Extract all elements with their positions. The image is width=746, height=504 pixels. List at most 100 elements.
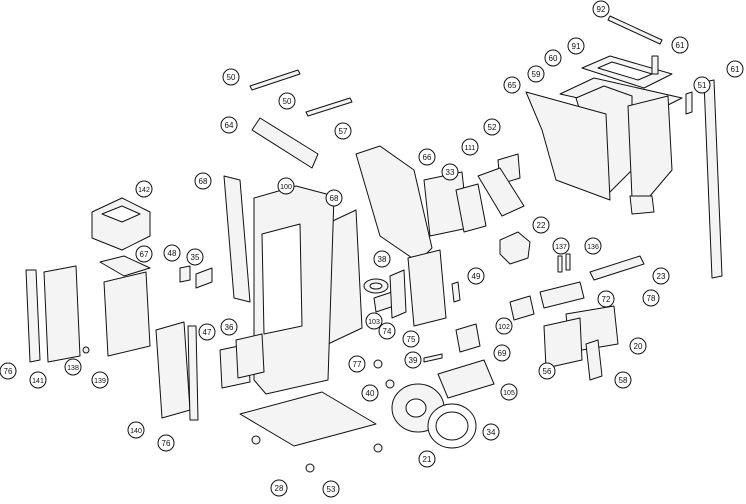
part-bracket-58 [585,339,603,381]
part-door-140 [155,321,191,419]
callout-91: 91 [567,37,585,55]
callout-105: 105 [500,383,518,401]
callout-21: 21 [418,450,436,468]
callout-38: 38 [373,250,391,268]
callout-22: 22 [532,216,550,234]
callout-label: 28 [275,484,284,493]
callout-bubble [278,92,296,110]
part-piece-35 [195,267,213,289]
callout-76: 76 [0,362,17,380]
callout-bubble [127,421,145,439]
callout-bubble [91,371,109,389]
callout-label: 60 [549,54,558,63]
callout-bubble [194,172,212,190]
part-piece-48 [179,265,191,283]
part-tray-67 [99,255,151,277]
callout-label: 50 [283,97,292,106]
callout-39: 39 [404,351,422,369]
callout-bubble [220,116,238,134]
callout-label: 68 [199,177,208,186]
callout-100: 100 [277,177,295,195]
callout-bubble [373,250,391,268]
callout-label: 141 [32,378,44,385]
callout-label: 58 [619,376,628,385]
callout-136: 136 [584,237,602,255]
callout-49: 49 [467,267,485,285]
callout-bubble [495,317,513,335]
callout-label: 76 [162,439,171,448]
callout-label: 39 [409,356,418,365]
callout-103: 103 [365,312,383,330]
callout-label: 38 [378,255,387,264]
part-pipe-61 [651,55,659,75]
callout-label: 20 [634,342,643,351]
callout-label: 36 [225,323,234,332]
callout-bubble [467,267,485,285]
part-rod-50-b [305,97,353,117]
part-hopper-chute [629,195,655,215]
part-gasket-ring-34-inner [435,411,469,441]
callout-label: 61 [731,65,740,74]
callout-bubble [614,371,632,389]
callout-label: 52 [488,123,497,132]
part-hopper-back [627,95,673,199]
part-ring-38-inner [369,282,383,290]
callout-53: 53 [322,480,340,498]
callout-bubble [652,267,670,285]
callout-label: 138 [67,365,79,372]
callout-label: 78 [647,294,656,303]
part-side-panel-68-left [223,175,251,303]
part-foot-28-c [373,443,383,453]
callout-57: 57 [334,122,352,140]
callout-label: 64 [225,121,234,130]
part-tube-72 [539,281,585,309]
callout-bubble [597,290,615,308]
part-bracket-51 [685,91,693,115]
callout-bubble [361,384,379,402]
callout-48: 48 [163,244,181,262]
callout-bubble [461,138,479,156]
part-strip-76-left [25,269,41,363]
part-tube-78 [589,255,645,281]
callout-label: 53 [327,485,336,494]
part-panel-33 [455,183,487,233]
part-pin-136 [565,253,571,271]
callout-bubble [348,355,366,373]
callout-bubble [482,423,500,441]
callout-bubble [493,344,511,362]
callout-bubble [726,60,744,78]
callout-label: 136 [587,244,599,251]
part-plate-57 [355,145,433,263]
part-motor-22 [499,231,531,265]
part-base-plate-53 [239,391,377,447]
callout-52: 52 [483,118,501,136]
callout-bubble [29,371,47,389]
part-box-142-opening [101,205,141,223]
callout-33: 33 [441,163,459,181]
callout-20: 20 [629,337,647,355]
callout-68: 68 [325,189,343,207]
part-fitting-69 [455,323,481,353]
callout-bubble [693,76,711,94]
part-rod-50-a [249,69,301,91]
callout-51: 51 [693,76,711,94]
callout-47: 47 [198,323,216,341]
callout-label: 50 [227,73,236,82]
callout-bubble [418,450,436,468]
callout-bubble [270,479,288,497]
part-bracket-64 [251,117,319,169]
callout-68: 68 [194,172,212,190]
callout-label: 40 [366,389,375,398]
callout-67: 67 [135,245,153,263]
callout-label: 61 [676,41,685,50]
callout-138: 138 [64,358,82,376]
callout-76: 76 [157,434,175,452]
part-box-142 [91,197,151,251]
callout-bubble [325,189,343,207]
callout-bubble [334,122,352,140]
part-foot-28-a [251,435,261,445]
callout-bubble [441,163,459,181]
part-hopper-front-65 [525,91,611,201]
callout-label: 91 [572,42,581,51]
